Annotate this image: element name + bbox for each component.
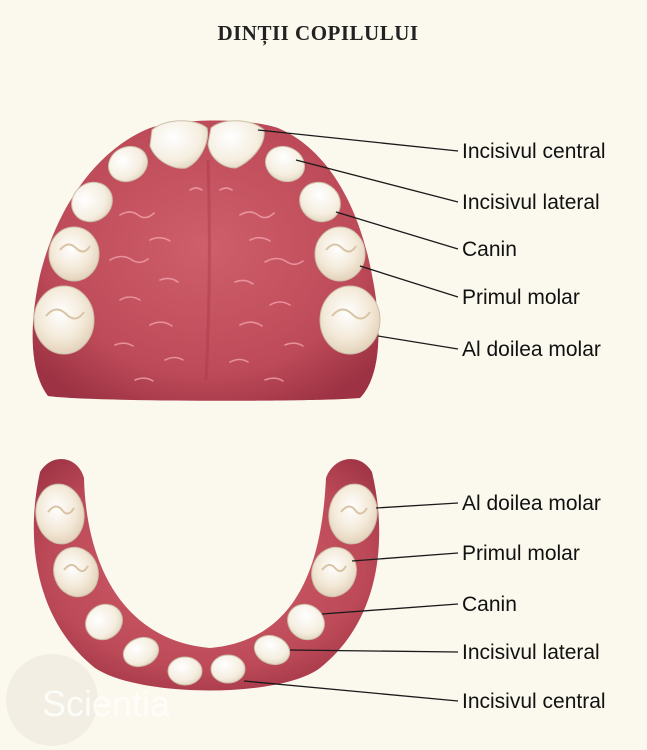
palate-ridge xyxy=(204,159,211,381)
diagram-title: DINȚII COPILULUI xyxy=(217,21,418,46)
upper-jaw xyxy=(32,120,381,401)
label-upper-central-incisor: Incisivul central xyxy=(462,140,606,163)
upper-palate xyxy=(32,120,379,401)
leader-lower-central-incisor xyxy=(243,680,459,702)
leader-lower-second-molar xyxy=(375,502,459,509)
lower-jaw xyxy=(33,459,380,691)
upper-right-first-molar xyxy=(314,226,366,282)
leader-lower-canine xyxy=(321,603,459,615)
lower-left-central-incisor xyxy=(167,656,203,686)
label-lower-canine: Canin xyxy=(462,593,517,616)
lower-right-first-molar xyxy=(311,546,357,598)
leader-lower-first-molar xyxy=(351,552,459,562)
lower-right-canine xyxy=(287,603,325,641)
leader-upper-first-molar xyxy=(359,265,459,298)
scientia-watermark: Scientia xyxy=(6,654,171,746)
upper-labels: Incisivul central Incisivul lateral Cani… xyxy=(462,140,606,361)
upper-leader-lines xyxy=(257,129,459,350)
upper-right-central-incisor xyxy=(207,120,265,169)
leader-upper-canine xyxy=(335,211,459,250)
upper-right-lateral-incisor xyxy=(265,145,305,183)
leader-lower-lateral-incisor xyxy=(289,649,459,653)
lower-right-lateral-incisor xyxy=(253,634,291,666)
label-lower-central-incisor: Incisivul central xyxy=(462,690,606,713)
upper-left-lateral-incisor xyxy=(108,145,148,183)
label-upper-second-molar: Al doilea molar xyxy=(462,338,601,361)
lower-leader-lines xyxy=(243,502,459,702)
upper-left-central-incisor xyxy=(149,120,209,169)
lower-labels: Al doilea molar Primul molar Canin Incis… xyxy=(462,492,606,713)
label-lower-first-molar: Primul molar xyxy=(462,542,580,565)
leader-upper-lateral-incisor xyxy=(295,159,459,203)
upper-right-second-molar xyxy=(319,285,381,355)
lower-right-central-incisor xyxy=(210,654,246,684)
lower-left-canine xyxy=(85,603,123,641)
lower-left-second-molar xyxy=(35,483,85,545)
label-upper-canine: Canin xyxy=(462,238,517,261)
lower-right-second-molar xyxy=(328,483,378,545)
upper-left-second-molar xyxy=(33,285,95,355)
leader-upper-second-molar xyxy=(377,335,459,350)
watermark-circle xyxy=(6,654,98,746)
label-lower-lateral-incisor: Incisivul lateral xyxy=(462,641,600,664)
palate-rugae xyxy=(109,187,304,382)
leader-upper-central-incisor xyxy=(257,129,459,152)
lower-left-first-molar xyxy=(53,546,99,598)
label-lower-second-molar: Al doilea molar xyxy=(462,492,601,515)
upper-left-canine xyxy=(71,181,113,223)
label-upper-first-molar: Primul molar xyxy=(462,286,580,309)
upper-left-first-molar xyxy=(48,226,100,282)
upper-right-canine xyxy=(299,181,341,223)
watermark-text: Scientia xyxy=(42,683,171,724)
label-upper-lateral-incisor: Incisivul lateral xyxy=(462,191,600,214)
lower-left-lateral-incisor xyxy=(122,636,160,668)
